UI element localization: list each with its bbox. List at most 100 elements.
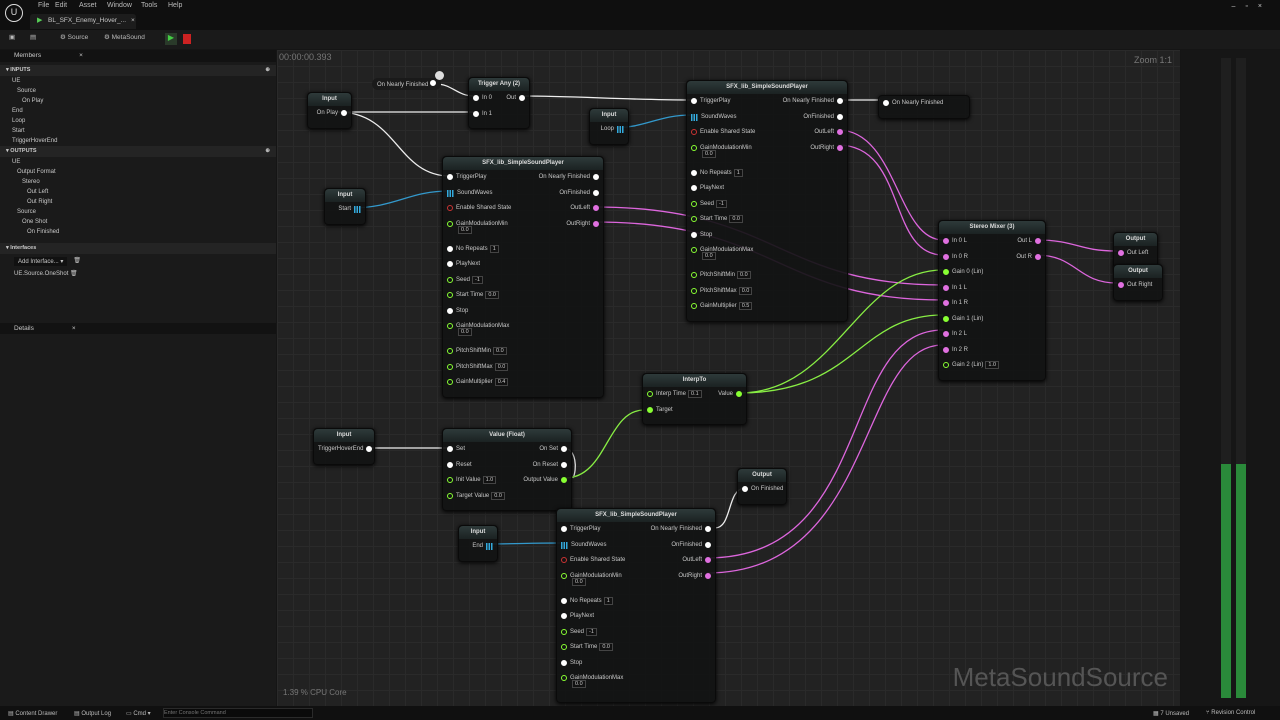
pin-icon[interactable] <box>447 189 454 197</box>
pin[interactable]: Out Left <box>1118 249 1148 265</box>
pin-value-input[interactable]: 0.1 <box>688 390 702 398</box>
pin-icon[interactable] <box>593 174 599 180</box>
pin-icon[interactable] <box>691 169 697 176</box>
pin-icon[interactable] <box>447 292 453 298</box>
pin[interactable]: In 2 L <box>943 330 999 346</box>
pin[interactable]: Enable Shared State <box>691 128 755 144</box>
pin-icon[interactable] <box>943 269 949 275</box>
pin-icon[interactable] <box>447 220 453 227</box>
pin[interactable]: Loop <box>601 125 624 141</box>
pin[interactable]: Gain 1 (Lin) <box>943 315 999 331</box>
pin-value-input[interactable]: -1 <box>716 199 727 208</box>
pin-icon[interactable] <box>1035 238 1041 244</box>
unsaved-button[interactable]: ▦ 7 Unsaved <box>1153 711 1190 717</box>
pin-icon[interactable] <box>447 276 453 283</box>
pin[interactable]: Stop <box>691 231 755 247</box>
pin[interactable]: Value <box>718 390 742 406</box>
member-item[interactable]: End <box>12 108 23 114</box>
pin-icon[interactable] <box>561 644 567 650</box>
member-item[interactable]: On Finished <box>27 229 60 235</box>
pin-icon[interactable] <box>1118 250 1124 256</box>
pin-icon[interactable] <box>447 363 453 370</box>
pin-value-input[interactable]: 0.0 <box>485 291 499 299</box>
pin-icon[interactable] <box>561 526 567 532</box>
pin[interactable]: OutLeft <box>651 556 711 572</box>
pin-value-input[interactable]: 0.0 <box>572 577 586 586</box>
member-item[interactable]: Stereo <box>22 179 40 185</box>
pin-value-input[interactable]: 0.0 <box>599 643 613 651</box>
pin[interactable]: OnFinished <box>783 113 843 129</box>
pin-icon[interactable] <box>705 572 711 579</box>
pin-icon[interactable] <box>561 659 567 666</box>
member-item[interactable]: On Play <box>22 98 44 104</box>
pin-icon[interactable] <box>1118 282 1124 288</box>
pin-icon[interactable] <box>447 379 453 385</box>
pin-value-input[interactable]: -1 <box>472 275 483 284</box>
pin[interactable]: OutRight <box>783 144 843 160</box>
pin-icon[interactable] <box>593 220 599 227</box>
pin[interactable]: Seed-1 <box>447 275 511 292</box>
pin-icon[interactable] <box>561 572 567 579</box>
pin[interactable]: On Finished <box>742 485 783 501</box>
pin-icon[interactable] <box>691 216 697 222</box>
pin[interactable]: OnFinished <box>539 189 599 205</box>
pin-icon[interactable] <box>691 185 697 191</box>
output-log-button[interactable]: ▤ Output Log <box>74 711 112 717</box>
console-input[interactable] <box>163 708 313 718</box>
pin[interactable]: Stop <box>561 659 625 675</box>
member-item[interactable]: Output Format <box>17 169 56 175</box>
save-icon[interactable]: ▣ <box>9 34 16 41</box>
pin-icon[interactable] <box>691 272 697 278</box>
member-item[interactable]: Out Left <box>27 189 49 195</box>
pin[interactable]: OutLeft <box>783 128 843 144</box>
pin-icon[interactable] <box>691 287 697 294</box>
pin-value-input[interactable]: 0.0 <box>738 286 753 295</box>
pin-icon[interactable] <box>837 113 843 120</box>
menu-help[interactable]: Help <box>168 2 183 9</box>
pin-icon[interactable] <box>561 477 567 483</box>
pin[interactable]: Out Right <box>1118 281 1152 297</box>
browse-icon[interactable]: ▤ <box>30 34 37 41</box>
close-icon[interactable]: × <box>79 52 83 59</box>
pin-icon[interactable] <box>593 205 599 211</box>
pin-value-input[interactable]: 0.0 <box>458 225 472 234</box>
pin-value-input[interactable]: 0.0 <box>702 252 716 260</box>
member-item[interactable]: TriggerHoverEnd <box>12 138 58 144</box>
pin-icon[interactable] <box>447 245 453 252</box>
pin-icon[interactable] <box>341 110 347 116</box>
pin-value-input[interactable]: 0.5 <box>738 302 753 310</box>
pin-icon[interactable] <box>447 446 453 452</box>
pin-icon[interactable] <box>691 129 697 135</box>
pin[interactable]: On Play <box>317 109 347 125</box>
pin-icon[interactable] <box>691 303 697 309</box>
menu-window[interactable]: Window <box>107 2 132 9</box>
pin-icon[interactable] <box>943 253 949 260</box>
pin[interactable]: Target <box>647 406 702 422</box>
pin-icon[interactable] <box>447 205 453 211</box>
pin[interactable]: Out L <box>1016 237 1041 253</box>
pin[interactable]: In 1 L <box>943 284 999 300</box>
pin-icon[interactable] <box>617 126 624 133</box>
pin-value-input[interactable]: 0.0 <box>729 215 743 223</box>
add-interface-dropdown[interactable]: Add Interface... ▾ <box>14 257 68 266</box>
pin[interactable]: PlayNext <box>691 184 755 200</box>
pin-icon[interactable] <box>943 331 949 337</box>
pin[interactable]: TriggerPlay <box>691 97 755 113</box>
pin-value-input[interactable]: 0.0 <box>491 491 505 500</box>
add-input-icon[interactable]: ⊕ <box>265 67 270 73</box>
pin[interactable]: In 2 R <box>943 346 999 362</box>
pin[interactable]: On Nearly Finished <box>539 173 599 189</box>
